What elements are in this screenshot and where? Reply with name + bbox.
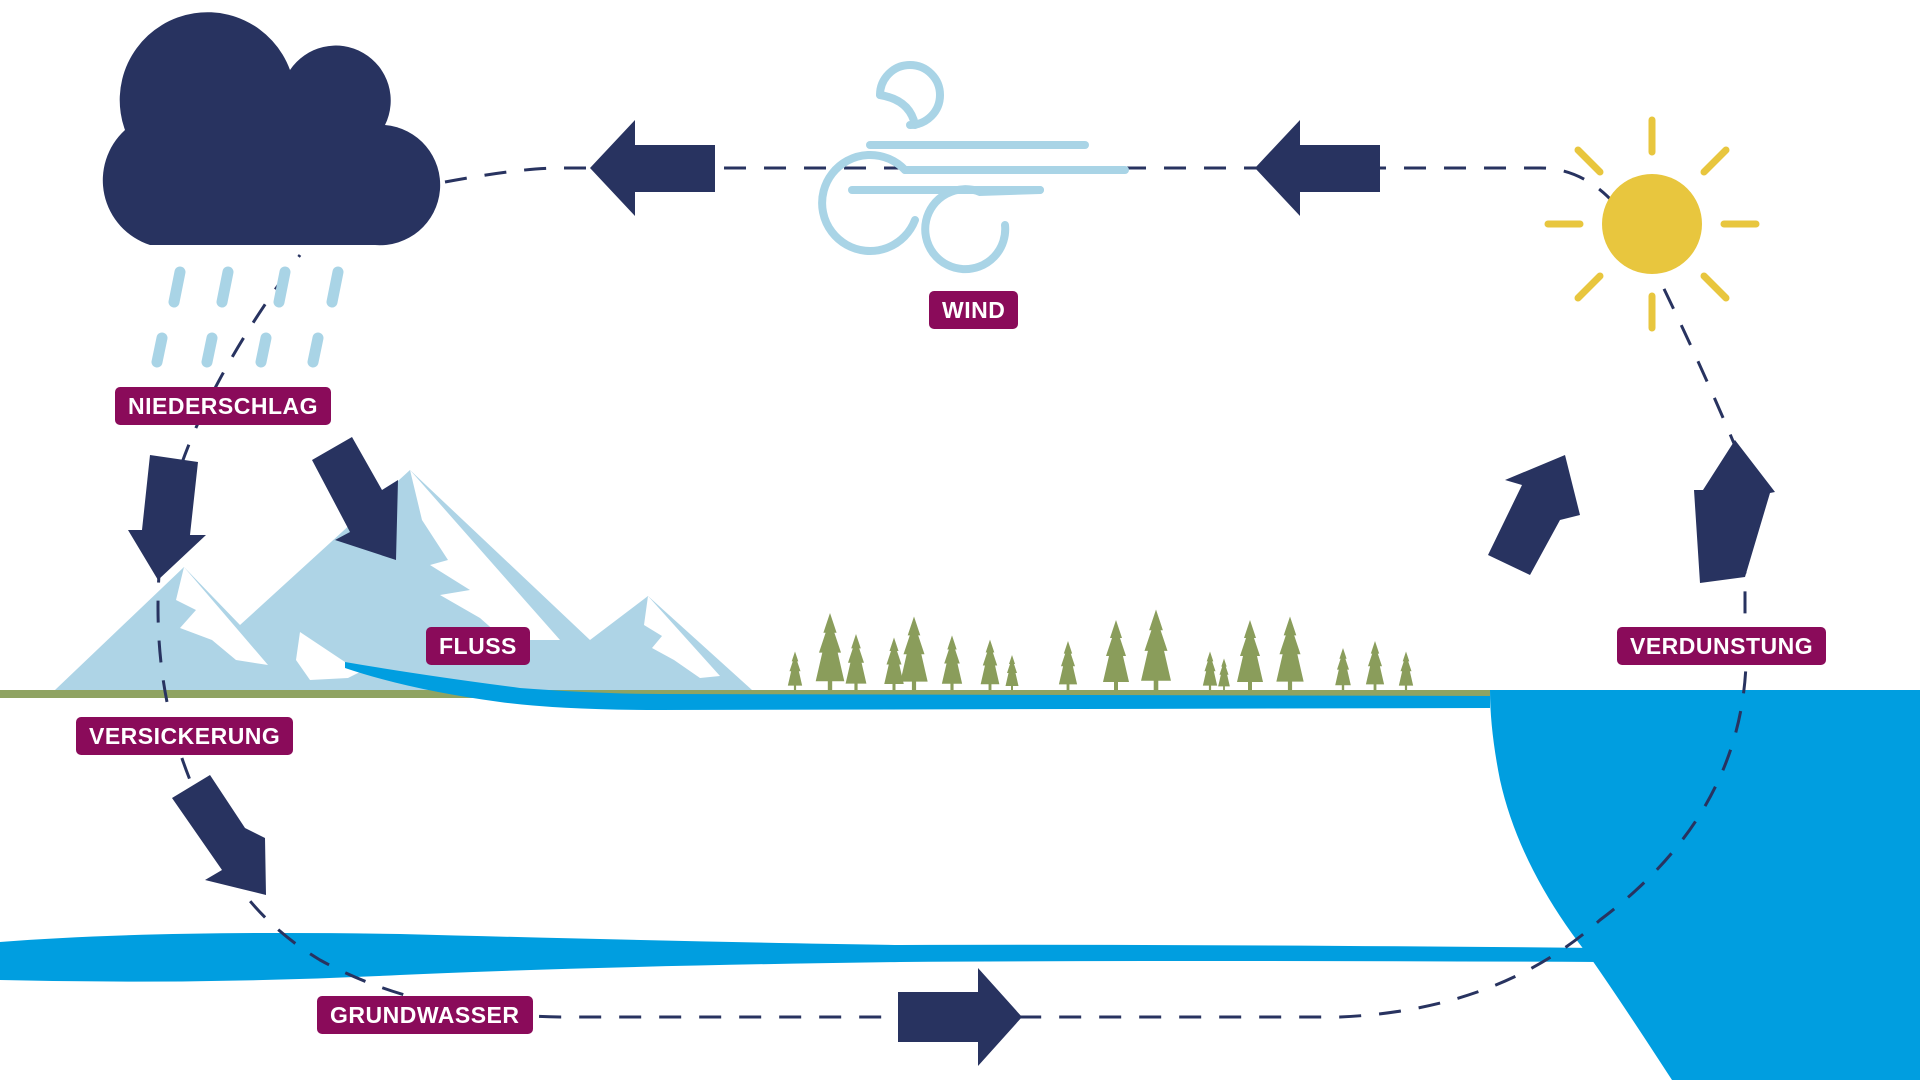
rain-icon	[151, 266, 344, 368]
label-niederschlag: NIEDERSCHLAG	[115, 387, 332, 425]
wind-icon	[818, 61, 1129, 274]
arrow-wind-left-1	[1255, 120, 1380, 216]
arrow-groundwater-right	[898, 968, 1022, 1066]
label-versickerung: VERSICKERUNG	[76, 717, 294, 755]
lake	[1490, 690, 1920, 1080]
cloud-icon	[102, 12, 441, 246]
label-wind: WIND	[929, 291, 1019, 329]
arrow-evaporation-1	[1694, 440, 1775, 583]
mountain-icon	[55, 470, 752, 690]
arrow-infiltration	[172, 775, 266, 895]
label-grundwasser: GRUNDWASSER	[317, 996, 533, 1034]
cycle-path	[156, 166, 1748, 1019]
river	[345, 662, 1490, 710]
ground	[0, 690, 1490, 698]
arrow-wind-left-2	[590, 120, 715, 216]
label-fluss: FLUSS	[426, 627, 530, 665]
groundwater-band	[0, 933, 1600, 982]
arrow-evaporation-2	[1488, 455, 1580, 575]
arrow-precipitation-1	[128, 455, 206, 580]
label-verdunstung: VERDUNSTUNG	[1617, 627, 1827, 665]
arrow-precipitation-2	[312, 437, 398, 560]
tree-icon	[787, 609, 1414, 690]
sun-icon	[1544, 116, 1760, 332]
